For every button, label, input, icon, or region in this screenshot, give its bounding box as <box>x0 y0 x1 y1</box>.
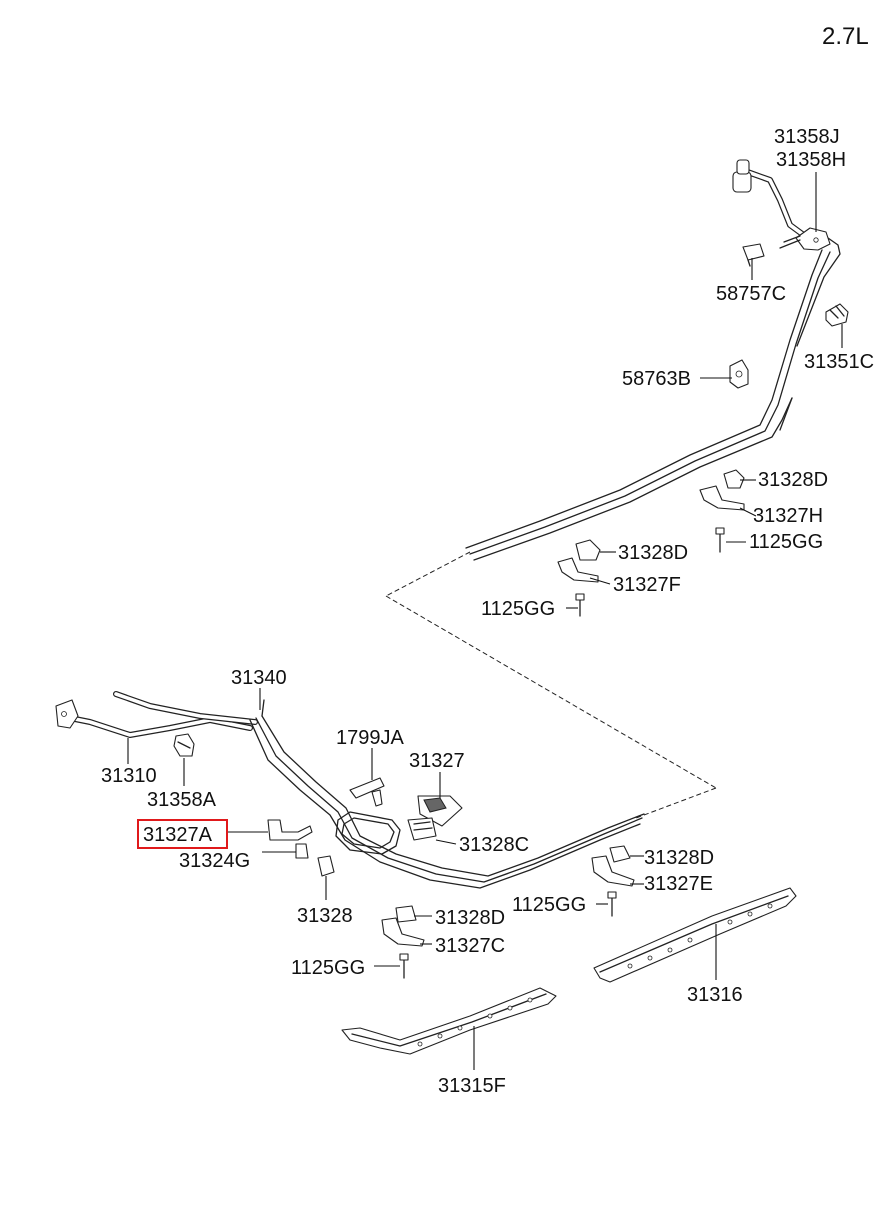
rail-31316-shape <box>593 887 797 983</box>
clip-31358a-shape <box>173 733 195 757</box>
part-label-31328d-a[interactable]: 31328D <box>758 469 828 491</box>
dashed-connection-outline <box>385 551 717 819</box>
clip-58763b-shape <box>729 359 749 389</box>
part-label-58763b[interactable]: 58763B <box>622 368 691 390</box>
fuel-connector-assembly <box>732 159 831 251</box>
rear-fuel-lines <box>465 237 841 561</box>
part-label-31324g[interactable]: 31324G <box>179 850 250 872</box>
bracket-1799ja-shape <box>349 777 385 807</box>
part-label-31358h[interactable]: 31358H <box>776 149 846 171</box>
bracket-31327-shape <box>417 795 463 827</box>
part-label-1125gg-b[interactable]: 1125GG <box>481 598 555 620</box>
part-label-1125gg-c[interactable]: 1125GG <box>512 894 586 916</box>
clip-31324g-shape <box>295 843 309 859</box>
part-label-31328d-c[interactable]: 31328D <box>644 847 714 869</box>
part-label-31328c[interactable]: 31328C <box>459 834 529 856</box>
part-label-31351c[interactable]: 31351C <box>804 351 874 373</box>
part-label-31327c[interactable]: 31327C <box>435 935 505 957</box>
highlight-box-31327a <box>137 819 228 849</box>
part-label-31358j[interactable]: 31358J <box>774 126 840 148</box>
clip-58757c-shape <box>742 243 765 267</box>
part-label-31315f[interactable]: 31315F <box>438 1075 506 1097</box>
part-label-31340[interactable]: 31340 <box>231 667 287 689</box>
part-label-1125gg-d[interactable]: 1125GG <box>291 957 365 979</box>
part-label-31316[interactable]: 31316 <box>687 984 743 1006</box>
pipe-flange-31310 <box>55 699 79 729</box>
part-label-31327f[interactable]: 31327F <box>613 574 681 596</box>
clip-bracket-set-d <box>381 905 425 979</box>
clip-31328-shape <box>317 855 335 877</box>
part-label-58757c[interactable]: 58757C <box>716 283 786 305</box>
part-label-31328d-b[interactable]: 31328D <box>618 542 688 564</box>
clip-31351c-shape <box>825 303 849 327</box>
clip-bracket-set-c <box>591 845 635 917</box>
rail-31315f-shape <box>341 987 557 1055</box>
clip-bracket-set-b <box>557 539 601 617</box>
front-fuel-lines <box>57 691 645 889</box>
part-labels: 31358J 31358H 58757C 31351C 58763B 31328… <box>101 126 874 1097</box>
part-label-31327h[interactable]: 31327H <box>753 505 823 527</box>
clip-31328c-shape <box>407 817 437 841</box>
engine-size-label: 2.7L <box>822 23 869 50</box>
part-label-31327[interactable]: 31327 <box>409 750 465 772</box>
part-label-31328d-d[interactable]: 31328D <box>435 907 505 929</box>
part-label-31328[interactable]: 31328 <box>297 905 353 927</box>
part-label-1799ja[interactable]: 1799JA <box>336 727 404 749</box>
part-label-31310[interactable]: 31310 <box>101 765 157 787</box>
bracket-31327a-shape <box>267 819 313 841</box>
part-label-31327a[interactable]: 31327A <box>143 824 213 846</box>
part-label-1125gg-a[interactable]: 1125GG <box>749 531 823 553</box>
clip-bracket-set-a <box>699 469 745 553</box>
part-label-31327e[interactable]: 31327E <box>644 873 713 895</box>
leader-lines <box>127 172 843 1070</box>
part-label-31358a[interactable]: 31358A <box>147 789 217 811</box>
